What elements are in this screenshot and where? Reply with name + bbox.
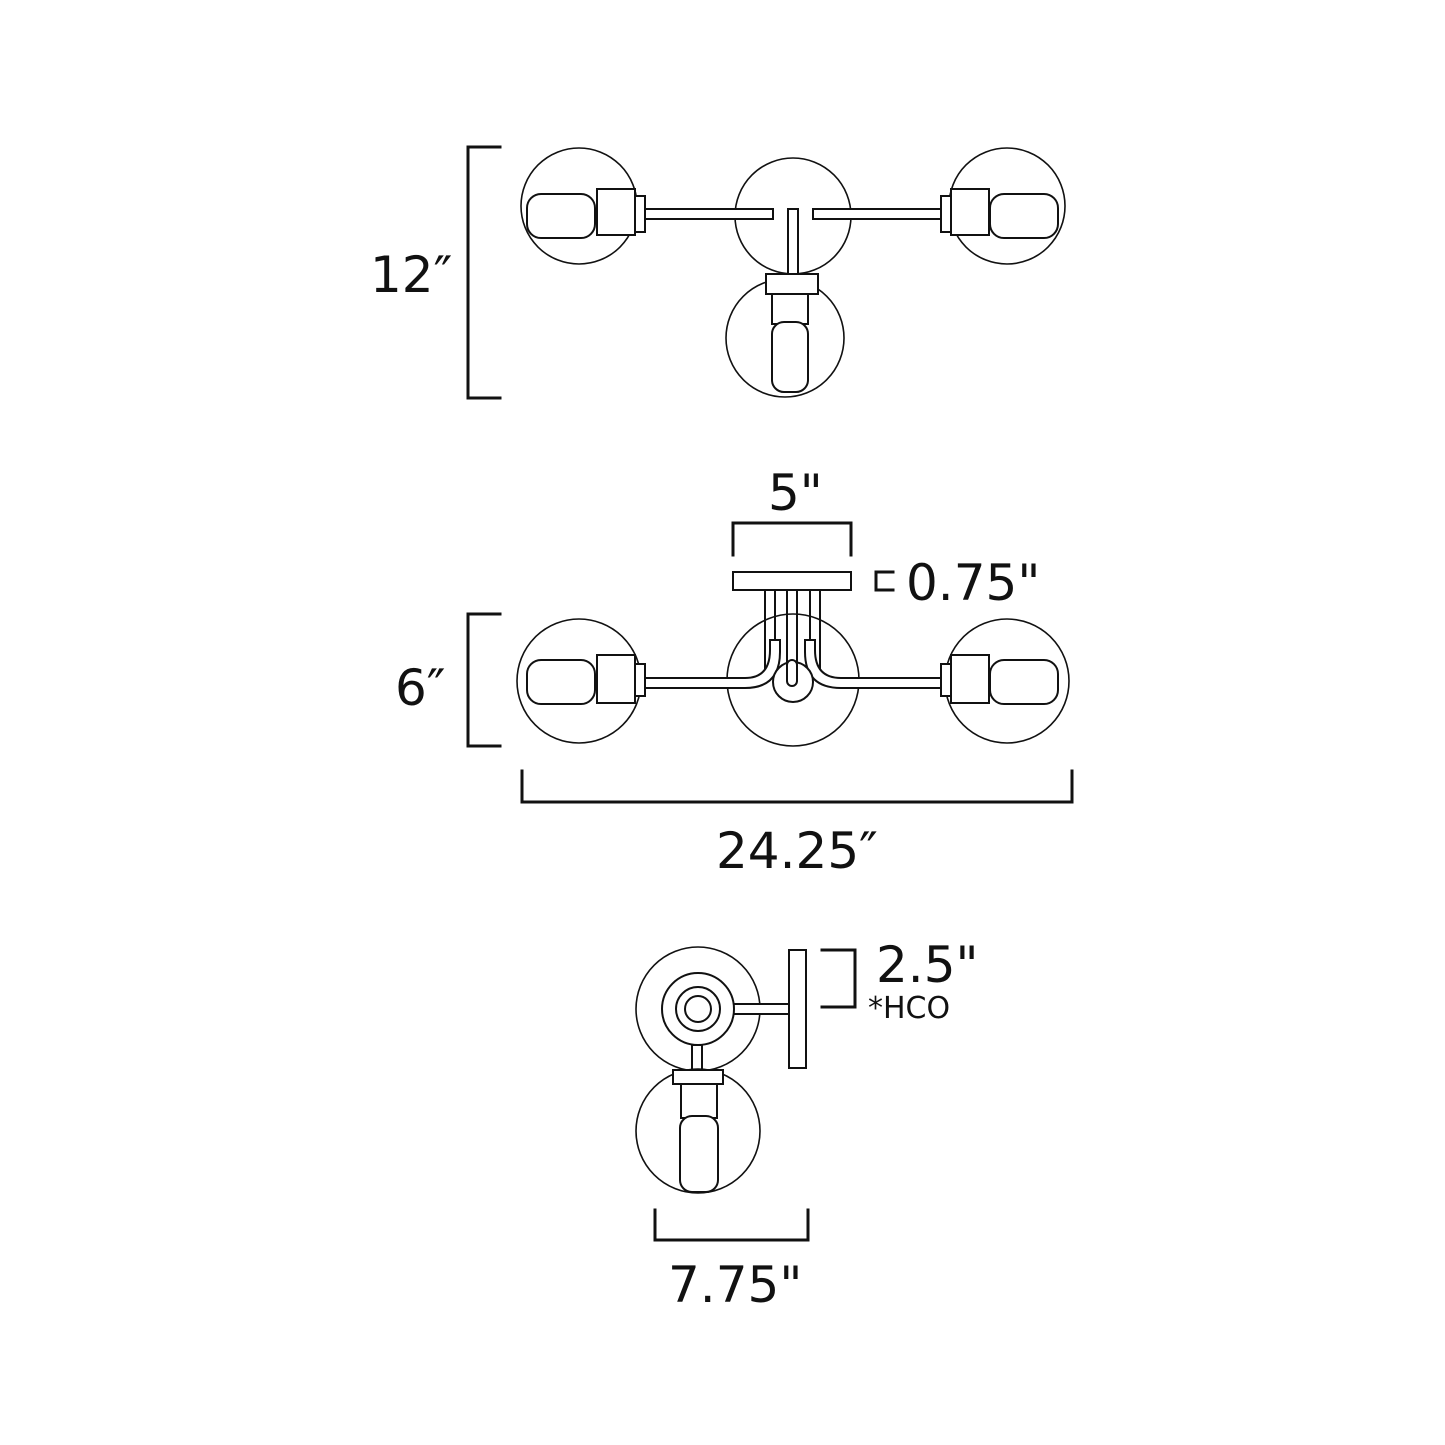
hco-label: 2.5" [876, 936, 979, 994]
top-left-arm [644, 208, 774, 220]
side-back-plate [788, 949, 807, 1069]
side-bottom-globe [635, 1068, 761, 1194]
canopy-depth-bracket [874, 570, 895, 592]
front-right-globe [940, 618, 1070, 744]
front-width-bracket [520, 769, 1074, 804]
front-height-label: 6″ [395, 659, 446, 717]
front-left-arm [644, 639, 781, 689]
canopy-plate [732, 571, 852, 591]
top-right-globe [940, 147, 1066, 265]
top-right-arm [812, 208, 942, 220]
hco-note: *HCO [868, 991, 950, 1026]
top-left-globe [520, 147, 646, 265]
front-view: 5" 0.75" 6″ [395, 464, 1074, 880]
side-view: 2.5" *HCO 7.75" [635, 936, 979, 1314]
front-left-globe [516, 618, 646, 744]
side-depth-bracket [653, 1208, 810, 1242]
front-width-label: 24.25″ [716, 822, 878, 880]
front-height-bracket [466, 612, 502, 748]
front-right-arm [804, 639, 942, 689]
canopy-depth-label: 0.75" [906, 554, 1040, 612]
top-down-arm [787, 208, 799, 280]
canopy-width-bracket [731, 521, 853, 557]
hco-bracket [820, 948, 857, 1009]
canopy-width-label: 5" [768, 464, 823, 522]
top-height-label: 12″ [370, 246, 452, 304]
top-view: 12″ [370, 145, 1066, 400]
top-height-bracket [466, 145, 502, 400]
top-bottom-globe [725, 273, 845, 398]
side-depth-label: 7.75" [668, 1256, 802, 1314]
